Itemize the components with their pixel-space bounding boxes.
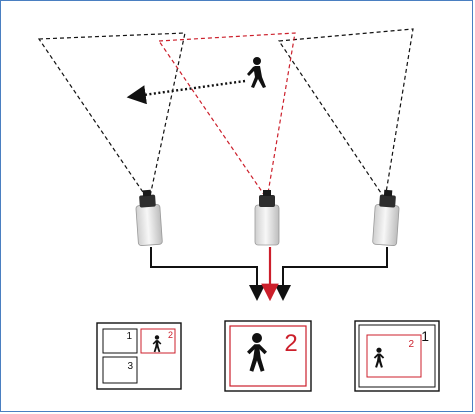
person-icon <box>247 333 267 372</box>
security-camera-icon <box>254 190 280 246</box>
right-camera-feed-line <box>275 247 388 301</box>
security-camera-icon <box>135 189 163 246</box>
person-icon <box>373 347 385 368</box>
camera-left-field-of-view <box>37 32 186 203</box>
single-view-label: 2 <box>284 330 297 357</box>
quad-tile-label-3: 3 <box>127 361 133 372</box>
display-picture-in-picture: 1 2 <box>354 320 440 392</box>
quad-tile-label-2: 2 <box>168 330 173 340</box>
pip-main-label: 1 <box>421 328 429 344</box>
person-icon <box>247 57 266 88</box>
person-motion-path <box>126 79 246 105</box>
camera-center-field-of-view <box>157 32 296 201</box>
quad-tile-label-1: 1 <box>126 331 132 342</box>
security-camera-icon <box>372 189 400 246</box>
display-single-view: 2 <box>224 320 312 392</box>
pip-inset-label: 2 <box>408 339 414 350</box>
display-quad-view: 1 2 3 <box>96 322 182 390</box>
person-icon <box>152 335 162 353</box>
left-camera-feed-line <box>150 247 265 301</box>
camera-right-field-of-view <box>277 28 414 201</box>
